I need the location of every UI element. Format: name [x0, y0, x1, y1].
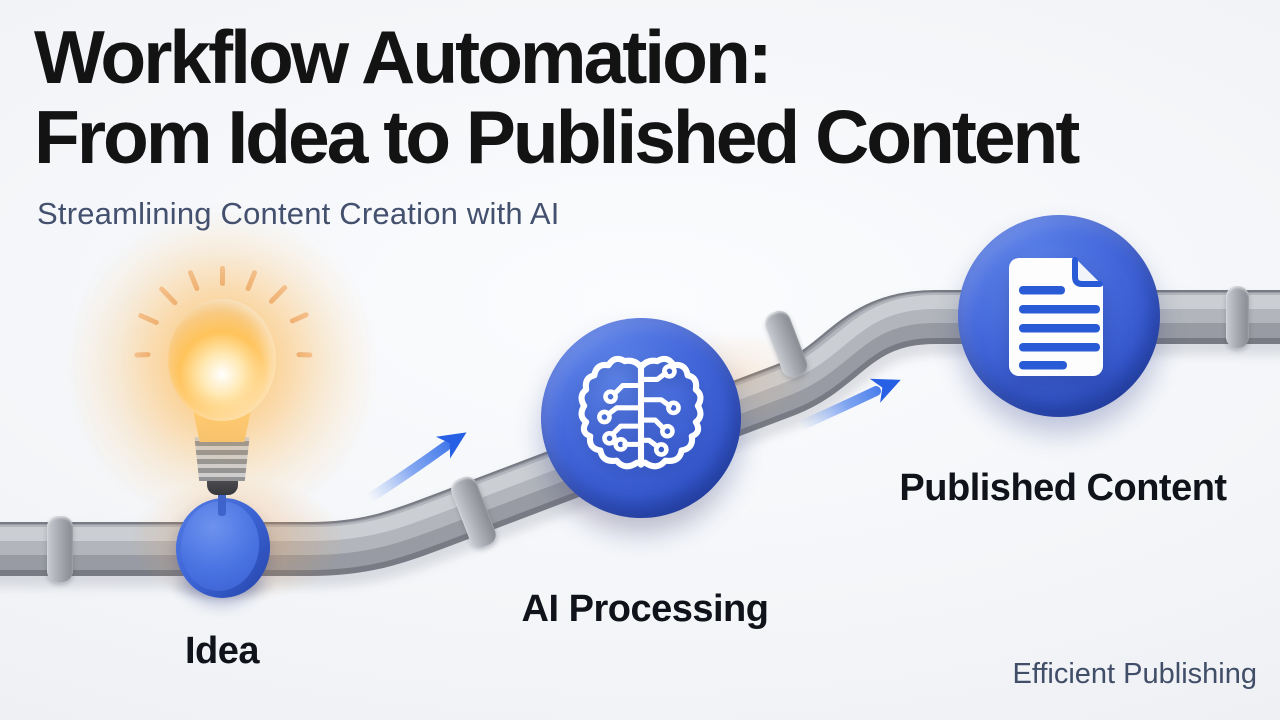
- published-content-node: [958, 215, 1160, 417]
- flow-arrow-icon: [797, 378, 901, 430]
- stage-label-ai-processing: AI Processing: [521, 588, 769, 630]
- brain-circuit-icon: [578, 355, 704, 470]
- stage-label-idea: Idea: [184, 630, 260, 672]
- bulb-glass: [168, 299, 276, 421]
- page-subtitle: Streamlining Content Creation with AI: [37, 196, 560, 231]
- ai-processing-node: [541, 318, 741, 518]
- pipe-coupling: [47, 516, 73, 582]
- footer-tagline: Efficient Publishing: [1012, 658, 1257, 690]
- pipe-coupling: [761, 307, 811, 381]
- document-icon: [1009, 257, 1103, 376]
- bulb-stem: [218, 492, 226, 516]
- bulb-tip: [207, 477, 238, 495]
- title-line-1: Workflow Automation:: [34, 15, 773, 99]
- stage-label-published-content: Published Content: [899, 467, 1227, 509]
- pipe-coupling: [1226, 286, 1249, 348]
- pipe-coupling: [447, 473, 500, 551]
- page-title: Workflow Automation: From Idea to Publis…: [34, 15, 1080, 179]
- bulb-screw-base: [194, 437, 250, 481]
- title-line-2: From Idea to Published Content: [34, 94, 1080, 179]
